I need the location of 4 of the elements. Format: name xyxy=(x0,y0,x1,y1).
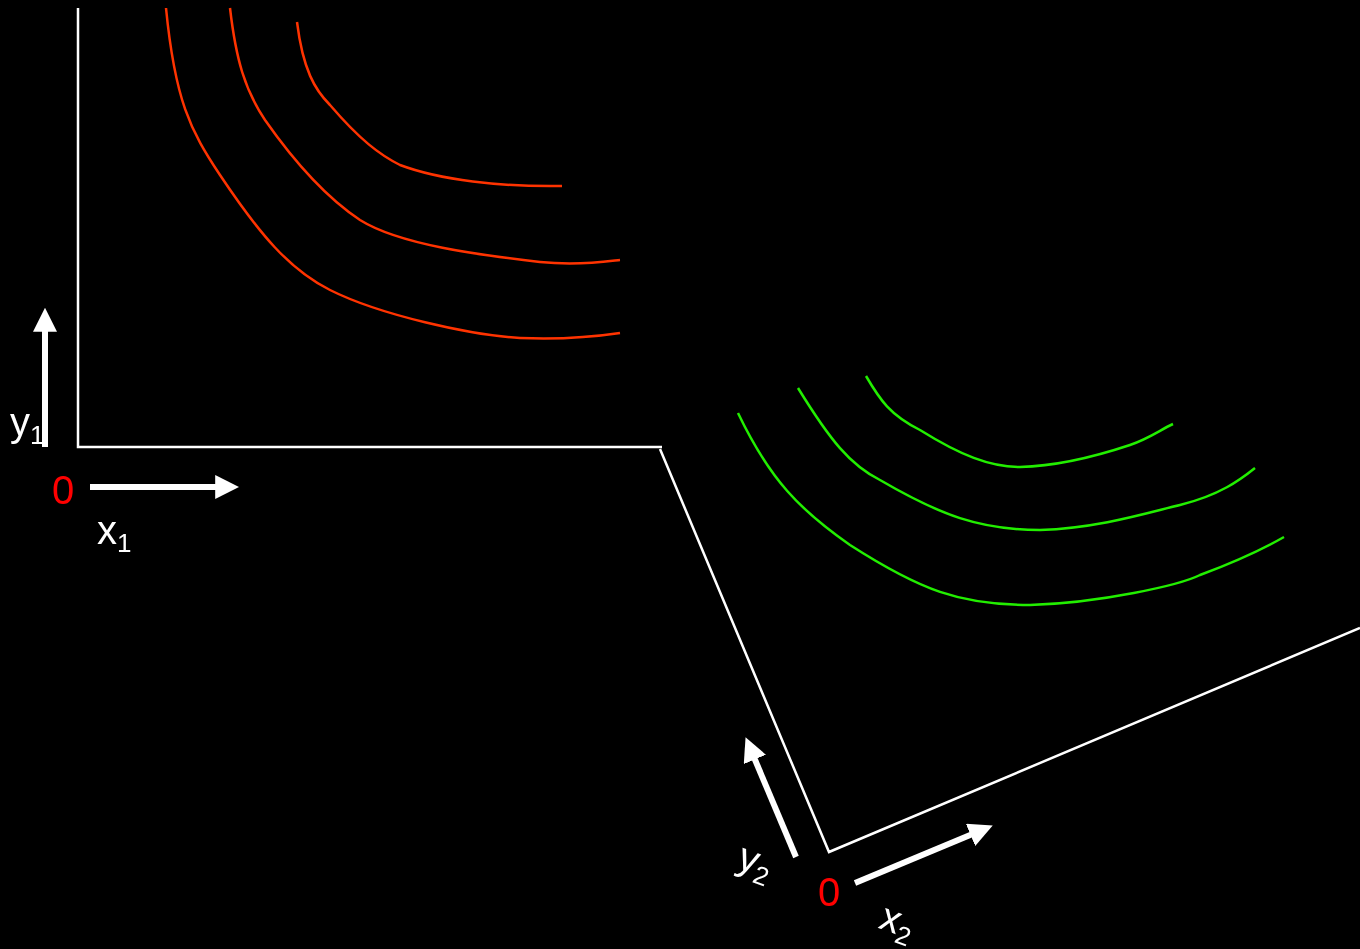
axis-label: y$_{1}$ xyxy=(10,402,45,448)
origin-label: 0 xyxy=(52,470,75,510)
origin-label: 0 xyxy=(818,872,841,912)
axis-label: x$_{1}$ xyxy=(97,510,132,556)
